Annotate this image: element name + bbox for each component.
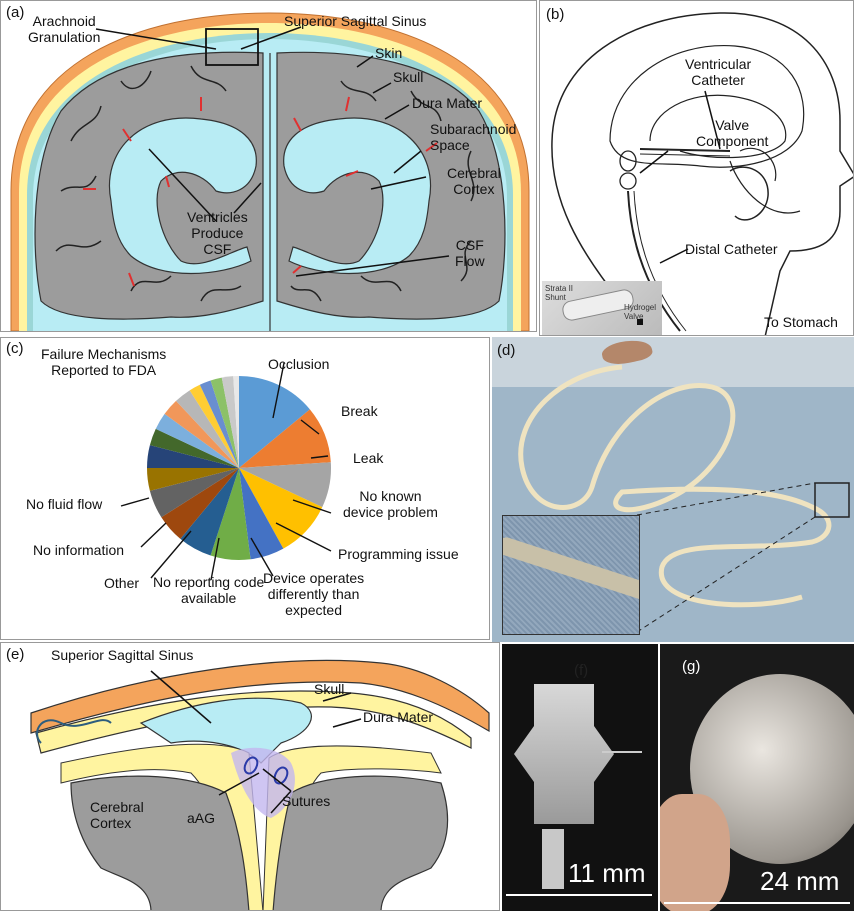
label-occlusion: Occlusion	[268, 356, 329, 372]
inset-valve-label: Hydrogel Valve	[624, 303, 656, 321]
label-csf-flow: CSF Flow	[455, 237, 485, 269]
label-aag: aAG	[187, 810, 215, 826]
label-arachnoid-granulation: Arachnoid Granulation	[28, 13, 100, 45]
pie-title: Failure Mechanisms Reported to FDA	[41, 346, 166, 378]
label-no-fluid-flow: No fluid flow	[26, 496, 102, 512]
label-valve-component: Valve Component	[696, 117, 768, 149]
shunt-inset-photo: Strata II Shunt Hydrogel Valve	[542, 281, 662, 335]
label-no-known-device-problem: No known device problem	[343, 488, 438, 520]
panel-a: (a) Arachnoid Granulation Superior Sagit…	[0, 0, 537, 332]
panel-d-tag: (d)	[497, 342, 515, 359]
left-cortex-e	[71, 776, 249, 911]
label-dura-mater-e: Dura Mater	[363, 709, 433, 725]
panel-b: Strata II Shunt Hydrogel Valve (b) Ventr…	[539, 0, 854, 336]
label-cerebral-cortex: Cerebral Cortex	[447, 165, 501, 197]
panel-e-diagram	[1, 643, 500, 911]
label-superior-sagittal-sinus: Superior Sagittal Sinus	[284, 13, 426, 29]
label-programming-issue: Programming issue	[338, 546, 459, 562]
label-ventricular-catheter: Ventricular Catheter	[685, 56, 751, 88]
label-superior-sagittal-sinus-e: Superior Sagittal Sinus	[51, 647, 193, 663]
panel-c-tag: (c)	[6, 340, 24, 357]
scale-label-g: 24 mm	[760, 866, 839, 897]
label-device-operates-differently: Device operates differently than expecte…	[263, 570, 364, 618]
label-no-information: No information	[33, 542, 124, 558]
label-cerebral-cortex-e: Cerebral Cortex	[90, 799, 144, 831]
label-leak: Leak	[353, 450, 383, 466]
panel-e-tag: (e)	[6, 646, 24, 663]
label-break: Break	[341, 403, 378, 419]
panel-g: (g) 24 mm	[660, 644, 854, 911]
panel-c: (c) Failure Mechanisms Reported to FDA O…	[0, 337, 490, 640]
label-no-reporting-code: No reporting code available	[153, 574, 264, 606]
label-sutures: Sutures	[282, 793, 330, 809]
panel-a-tag: (a)	[6, 4, 24, 21]
device-f-photo	[514, 684, 614, 824]
panel-f-tag: (f)	[574, 662, 588, 679]
panel-g-tag: (g)	[682, 658, 700, 675]
label-other: Other	[104, 575, 139, 591]
label-distal-catheter: Distal Catheter	[685, 241, 778, 257]
scale-bar-f	[506, 894, 652, 896]
label-dura-mater: Dura Mater	[412, 95, 482, 111]
label-subarachnoid-space: Subarachnoid Space	[430, 121, 516, 153]
ventricular-catheter-line	[640, 149, 730, 151]
scale-label-f: 11 mm	[568, 858, 646, 889]
scale-bar-g	[664, 902, 850, 904]
valve-2	[620, 173, 636, 189]
panel-b-tag: (b)	[546, 6, 564, 23]
label-skull: Skull	[393, 69, 423, 85]
panel-f: (f) 11 mm	[502, 644, 658, 911]
panel-e: (e) Superior Sagittal Sinus Skull Dura M…	[0, 642, 500, 911]
label-skull-e: Skull	[314, 681, 344, 697]
label-skin: Skin	[375, 45, 402, 61]
panel-d: (d)	[492, 337, 854, 642]
inset-shunt-label: Strata II Shunt	[545, 284, 573, 302]
label-ventricles: Ventricles Produce CSF	[187, 209, 248, 257]
zoom-inset	[502, 515, 640, 635]
label-to-stomach: To Stomach	[764, 314, 838, 330]
